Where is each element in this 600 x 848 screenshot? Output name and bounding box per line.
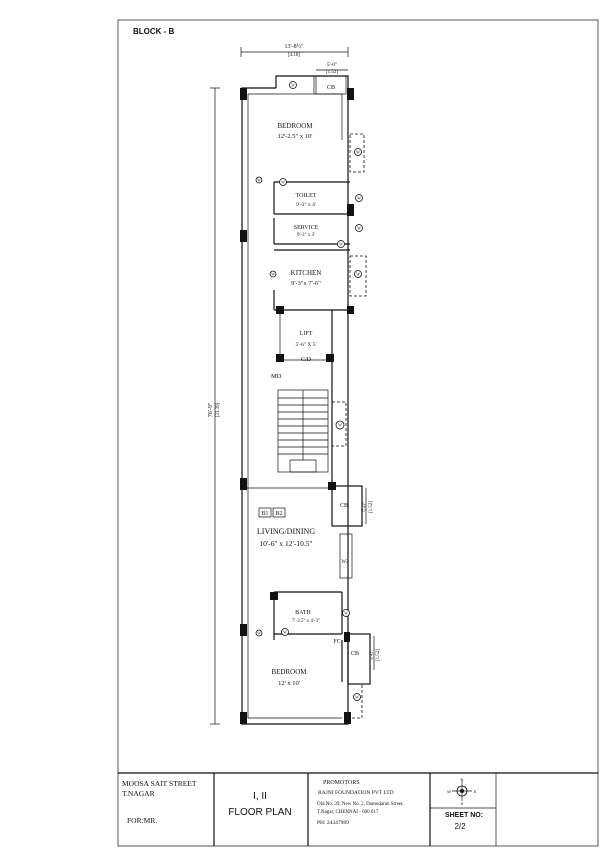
svg-text:[1.52]: [1.52] bbox=[376, 649, 381, 661]
title-block: MOOSA SAIT STREET T.NAGAR FOR:MR. I, II … bbox=[118, 772, 598, 846]
top-width-label: 13'-8½" bbox=[284, 43, 304, 50]
plan-title: FLOOR PLAN bbox=[228, 807, 291, 818]
internal-walls bbox=[242, 181, 350, 682]
bedroom-bottom-size: 12' x 10' bbox=[278, 680, 300, 687]
top-dimension: 13'-8½" [4.18] 5'-0" [1.52] bbox=[240, 43, 349, 75]
bath-name: BATH bbox=[295, 610, 311, 616]
svg-text:E: E bbox=[474, 789, 477, 794]
opening-marks: W W W W W W W W W W W W W bbox=[255, 148, 363, 701]
bedroom-bottom-name: BEDROOM bbox=[271, 668, 307, 676]
service-size: 9'-3" x 3' bbox=[297, 233, 315, 238]
opening-mark-letter: W bbox=[257, 632, 261, 636]
for-label: FOR:MR. bbox=[127, 816, 157, 825]
overall-length-label: 76'-9" bbox=[208, 402, 214, 417]
bedroom-top-size: 12'-2.5" x 10' bbox=[278, 133, 313, 140]
svg-text:W: W bbox=[447, 789, 451, 794]
cd-label: C/D bbox=[301, 357, 312, 363]
cb-bottom-label: CB bbox=[351, 651, 359, 657]
service-name: SERVICE bbox=[294, 225, 319, 231]
block-label: BLOCK - B bbox=[133, 27, 175, 36]
promoters-label: PROMOTORS bbox=[323, 780, 360, 786]
address-line2: T.NAGAR bbox=[122, 789, 155, 798]
fc-label: FC bbox=[333, 639, 340, 645]
opening-mark-letter: W bbox=[281, 181, 285, 185]
sheet-number: 2/2 bbox=[454, 822, 466, 831]
bedroom-top-name: BEDROOM bbox=[277, 122, 313, 130]
md-label: MD bbox=[271, 373, 282, 380]
top-small-label: 5'-0" bbox=[327, 62, 338, 68]
cb-top-label: CB bbox=[327, 85, 335, 91]
right-projections bbox=[331, 133, 371, 719]
b1-label: B1 bbox=[261, 511, 268, 517]
top-width-metric: [4.18] bbox=[288, 53, 300, 58]
cb-top bbox=[315, 75, 347, 95]
svg-text:[1.52]: [1.52] bbox=[369, 501, 374, 513]
overall-length-metric: [23.39] bbox=[216, 402, 221, 417]
floors-label: I, II bbox=[253, 791, 267, 802]
svg-text:5'-0": 5'-0" bbox=[370, 650, 375, 660]
company-addr1: Old.No. 39, New No. 2, Damodaran Street, bbox=[317, 802, 404, 807]
opening-mark-letter: W bbox=[344, 612, 348, 616]
opening-mark-letter: W bbox=[339, 243, 343, 247]
room-labels: BEDROOM 12'-2.5" x 10' TOILET 9'-3" x 4'… bbox=[257, 122, 349, 687]
kitchen-name: KITCHEN bbox=[291, 269, 322, 277]
address-line1: MOOSA SAIT STREET bbox=[122, 779, 197, 788]
bath-size: 7'-3.5" x 4'-3" bbox=[292, 619, 320, 624]
structural-columns bbox=[240, 88, 354, 724]
opening-mark-letter: W bbox=[355, 696, 359, 700]
opening-mark-letter: W bbox=[271, 273, 275, 277]
right-dimensions: 5'-0" [1.52] 5'-0" [1.52] bbox=[363, 488, 381, 670]
opening-mark-letter: W bbox=[283, 631, 287, 635]
svg-text:N: N bbox=[461, 777, 464, 782]
company-addr2: T.Nagar, CHENNAI - 600 017 bbox=[317, 810, 379, 815]
opening-mark-letter: W bbox=[357, 227, 361, 231]
sheet-label: SHEET NO: bbox=[445, 812, 483, 819]
opening-mark-letter: W bbox=[357, 197, 361, 201]
window-mark-top bbox=[289, 81, 297, 89]
opening-mark-letter: W bbox=[257, 179, 261, 183]
svg-text:S: S bbox=[461, 801, 464, 806]
opening-mark-letter: W bbox=[338, 424, 342, 428]
sheet-border bbox=[117, 19, 599, 847]
cb-mid-label: CB bbox=[340, 503, 348, 509]
top-small-metric: [1.52] bbox=[326, 70, 338, 75]
living-size: 10'-6" x 12'-10.5" bbox=[259, 539, 312, 548]
opening-mark-letter: W bbox=[356, 273, 360, 277]
toilet-size: 9'-3" x 4' bbox=[296, 202, 316, 208]
lift-name: LIFT bbox=[300, 331, 313, 337]
living-name: LIVING/DINING bbox=[257, 527, 315, 536]
compass-icon: N S W E bbox=[447, 777, 477, 806]
opening-mark-letter: W bbox=[291, 84, 295, 88]
kitchen-size: 9'-3"x 7'-6" bbox=[291, 280, 321, 287]
staircase bbox=[277, 389, 329, 473]
company-phone: PH: 24347989 bbox=[317, 820, 349, 826]
toilet-name: TOILET bbox=[296, 193, 317, 199]
opening-mark-letter: W bbox=[356, 151, 360, 155]
svg-text:5'-0": 5'-0" bbox=[363, 502, 368, 512]
overall-length-dimension: 76'-9" [23.39] bbox=[208, 87, 221, 725]
company-name: RAJNI FOUNDATION PVT LTD bbox=[318, 790, 394, 796]
lift-size: 5'-6" X 5' bbox=[295, 342, 316, 348]
w2-label: W2 bbox=[341, 560, 349, 565]
b2-label: B2 bbox=[275, 511, 282, 517]
